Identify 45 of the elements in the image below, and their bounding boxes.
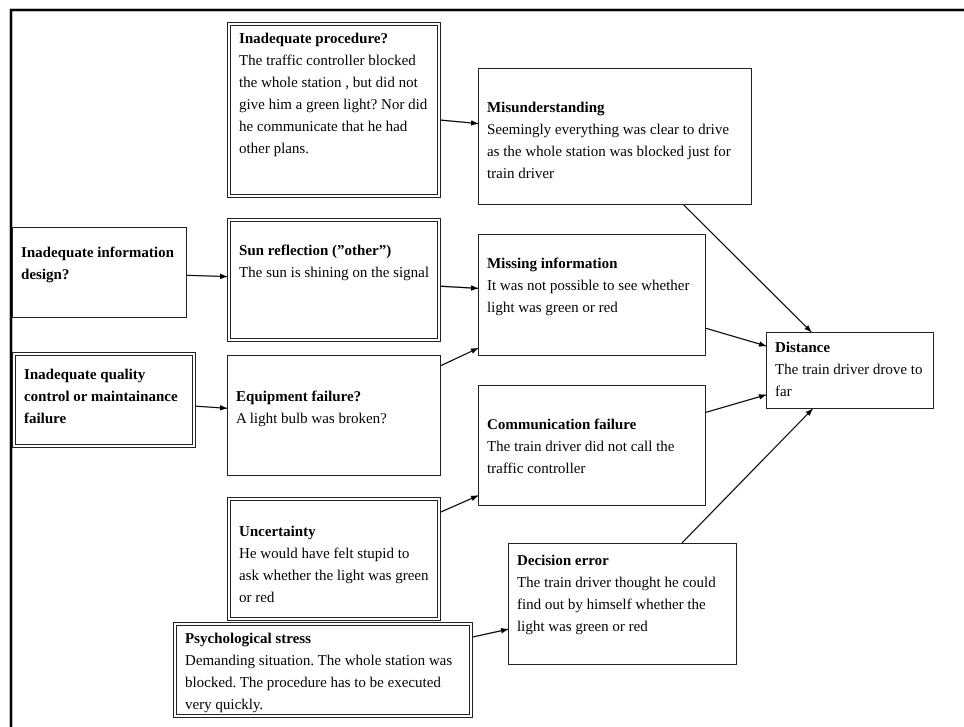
arrow	[706, 328, 766, 347]
box-description: The train driver drove to far	[775, 361, 924, 402]
event-box	[508, 543, 737, 665]
arrow	[706, 394, 766, 413]
box-description: The train driver thought he could find out by himself whether the light was green or red	[517, 574, 717, 637]
event-box	[478, 68, 752, 205]
event-box	[12, 227, 187, 318]
box-heading: Inadequate quality control or maintainance failure	[24, 366, 179, 429]
box-heading: Sun reflection (”other”)	[239, 242, 392, 261]
box-heading: Inadequate information design?	[21, 244, 175, 285]
box-description: The train driver did not call the traffic controller	[487, 438, 676, 479]
event-box	[478, 234, 706, 356]
box-heading: Equipment failure?	[236, 388, 362, 407]
box-heading: Misunderstanding	[487, 99, 605, 118]
box-description: The sun is shining on the signal	[239, 264, 429, 283]
cause-box	[227, 497, 441, 621]
box-heading: Inadequate procedure?	[239, 30, 388, 49]
box-description: A light bulb was broken?	[236, 410, 387, 429]
box-heading: Uncertainty	[239, 523, 316, 542]
box-heading: Missing information	[487, 255, 618, 274]
box-heading: Communication failure	[487, 416, 636, 435]
arrow	[440, 495, 478, 512]
cause-box	[227, 218, 441, 342]
box-heading: Distance	[775, 339, 830, 358]
box-description: The traffic controller blocked the whole station , but did not give him a green light? Nor did he communicate that he had other plans.	[239, 52, 428, 159]
arrow	[682, 408, 813, 544]
box-description: It was not possible to see whether light was green or red	[487, 277, 690, 318]
arrow	[440, 348, 478, 366]
box-description: Demanding situation. The whole station was blocked. The procedure has to be executed very quickly.	[185, 652, 454, 715]
box-heading: Decision error	[517, 552, 609, 571]
arrow	[186, 274, 228, 280]
cause-box	[173, 622, 473, 718]
cause-box	[227, 22, 441, 198]
arrow	[440, 285, 478, 291]
event-box	[478, 385, 706, 506]
event-box	[227, 355, 441, 476]
arrow	[683, 204, 812, 332]
arrow	[440, 120, 478, 126]
box-description: He would have felt stupid to ask whether the light was green or red	[239, 545, 429, 608]
box-description: Seemingly everything was clear to drive as the whole station was blocked just for train driver	[487, 121, 732, 184]
event-box	[766, 332, 934, 409]
arrow	[472, 628, 508, 638]
arrow	[196, 405, 228, 411]
cause-box	[12, 352, 196, 448]
box-heading: Psychological stress	[185, 630, 311, 649]
